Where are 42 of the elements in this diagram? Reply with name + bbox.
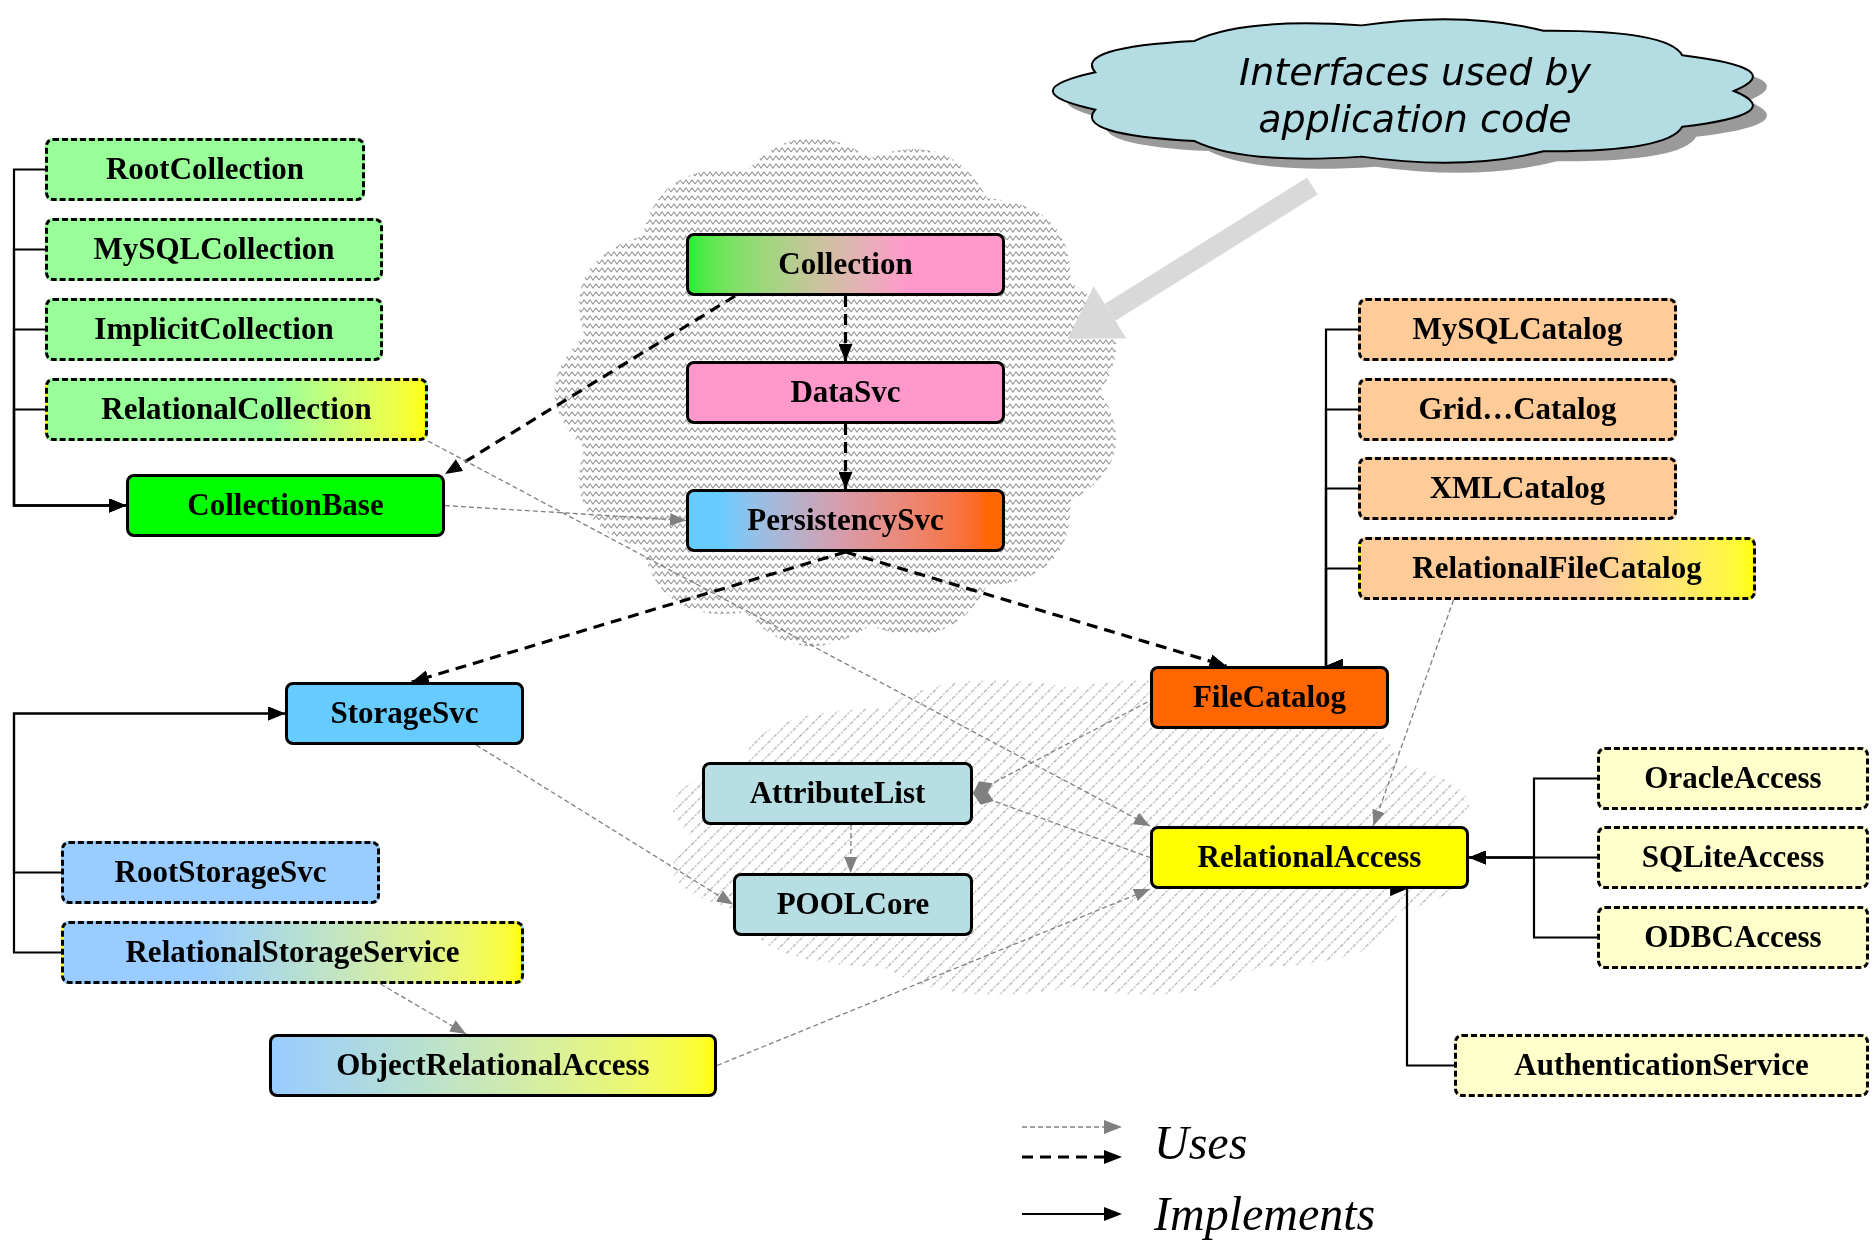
class-box: PersistencySvc <box>686 489 1005 552</box>
class-box: RelationalStorageService <box>61 921 524 984</box>
class-box: AttributeList <box>702 762 973 825</box>
class-box: SQLiteAccess <box>1597 826 1869 889</box>
arrow <box>1372 599 1455 827</box>
class-box: MySQLCatalog <box>1358 298 1677 361</box>
arrow <box>838 296 853 361</box>
class-box: ObjectRelationalAccess <box>269 1034 717 1097</box>
arrow <box>411 550 846 684</box>
class-box: RelationalAccess <box>1150 826 1469 889</box>
class-box: RelationalCollection <box>45 378 428 441</box>
class-box: Grid…Catalog <box>1358 378 1677 441</box>
class-box: MySQLCollection <box>45 218 383 281</box>
callout-text: Interfaces used by application code <box>1237 48 1593 143</box>
class-box: POOLCore <box>733 873 973 936</box>
arrow <box>1469 850 1597 939</box>
arrow <box>844 824 858 874</box>
class-box: RootStorageSvc <box>61 841 380 904</box>
class-box: StorageSvc <box>285 682 524 745</box>
arrow <box>427 440 1151 827</box>
arrow <box>845 550 1227 668</box>
class-box: ImplicitCollection <box>45 298 383 361</box>
class-box: CollectionBase <box>126 474 445 537</box>
arrow <box>12 408 126 513</box>
arrow <box>475 744 734 906</box>
class-box: OracleAccess <box>1597 747 1869 810</box>
class-box: RelationalFileCatalog <box>1358 537 1756 600</box>
class-box: FileCatalog <box>1150 666 1389 729</box>
class-box: ODBCAccess <box>1597 906 1869 969</box>
arrow <box>444 504 687 526</box>
legend-label: Implements <box>1154 1190 1376 1238</box>
legend-label: Uses <box>1154 1119 1248 1167</box>
arrow <box>716 888 1151 1067</box>
class-box: Collection <box>686 233 1005 296</box>
arrow <box>838 424 853 489</box>
class-box: AuthenticationService <box>1454 1034 1869 1097</box>
class-box: DataSvc <box>686 361 1005 424</box>
block-arrow <box>1067 177 1318 339</box>
arrow <box>379 983 467 1035</box>
class-box: RootCollection <box>45 138 365 201</box>
arrow <box>12 706 285 954</box>
class-box: XMLCatalog <box>1358 457 1677 520</box>
